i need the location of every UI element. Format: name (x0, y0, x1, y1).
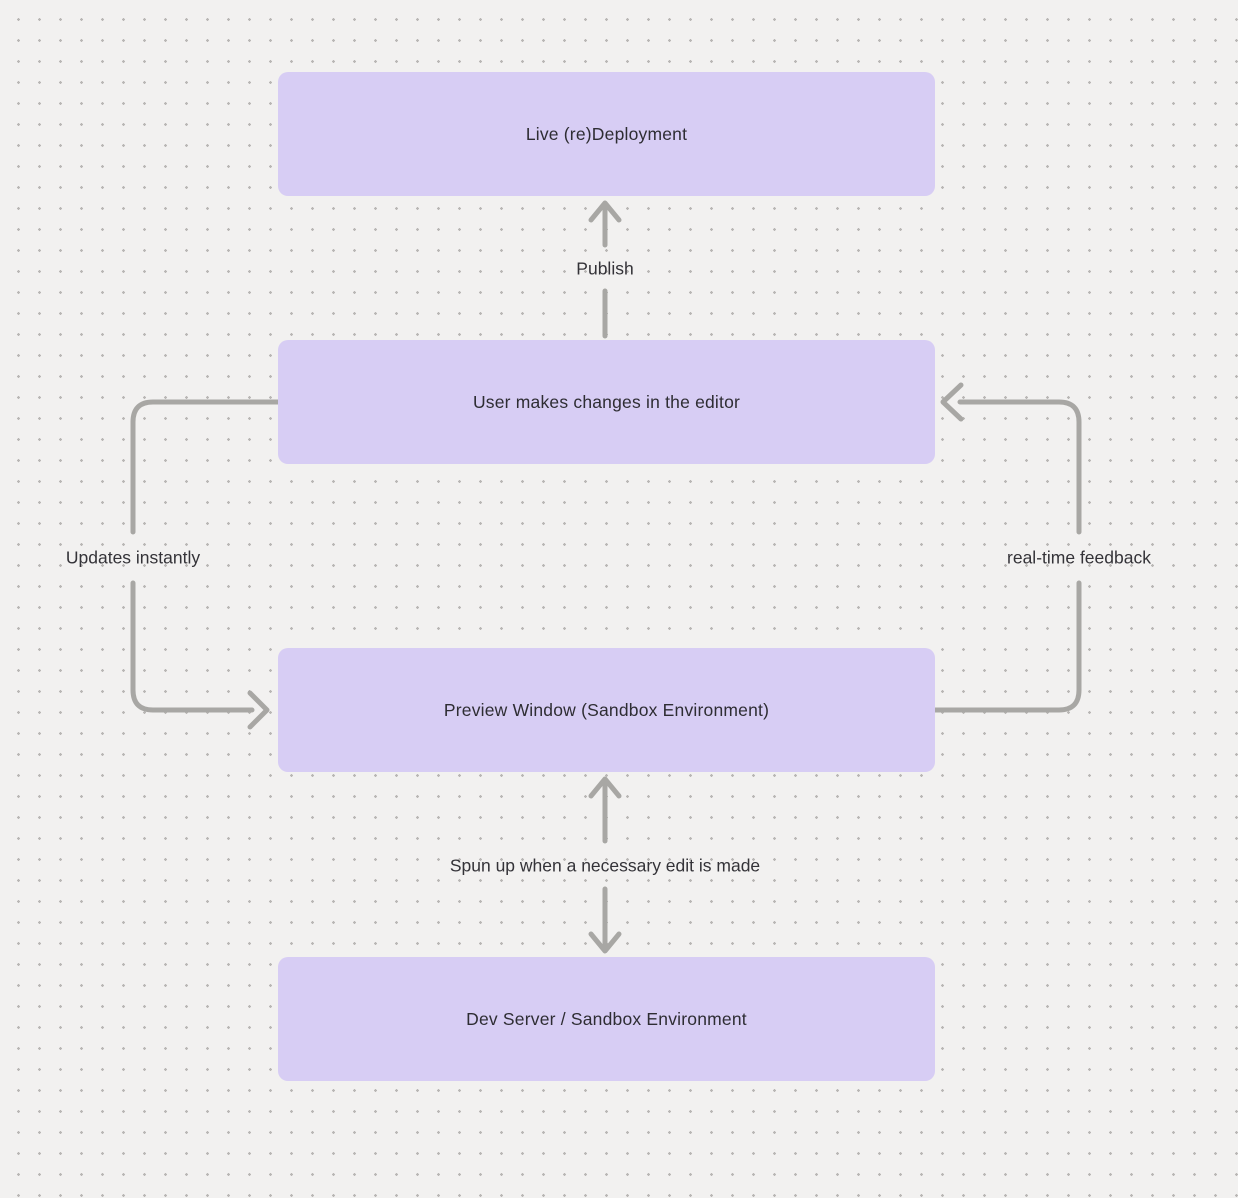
node-label: User makes changes in the editor (472, 391, 741, 412)
edge-label-publish: Publish (576, 258, 634, 279)
node-dev-server: Dev Server / Sandbox Environment (278, 957, 935, 1081)
node-user-editor: User makes changes in the editor (278, 340, 935, 464)
arrowhead-up-icon (588, 776, 622, 799)
node-label: Dev Server / Sandbox Environment (466, 1008, 747, 1029)
arrowhead-right-icon (247, 690, 270, 730)
node-live-redeployment: Live (re)Deployment (278, 72, 935, 196)
arrowhead-left-icon (940, 382, 964, 422)
edge-label-real-time-feedback: real-time feedback (1007, 547, 1151, 568)
arrowhead-up-icon (588, 200, 622, 223)
node-preview-window: Preview Window (Sandbox Environment) (278, 648, 935, 772)
node-label: Live (re)Deployment (525, 123, 688, 144)
node-label: Preview Window (Sandbox Environment) (443, 699, 770, 720)
edge-label-updates-instantly: Updates instantly (65, 547, 201, 568)
edge-label-spun-up: Spun up when a necessary edit is made (449, 855, 761, 876)
arrowhead-down-icon (588, 931, 622, 954)
